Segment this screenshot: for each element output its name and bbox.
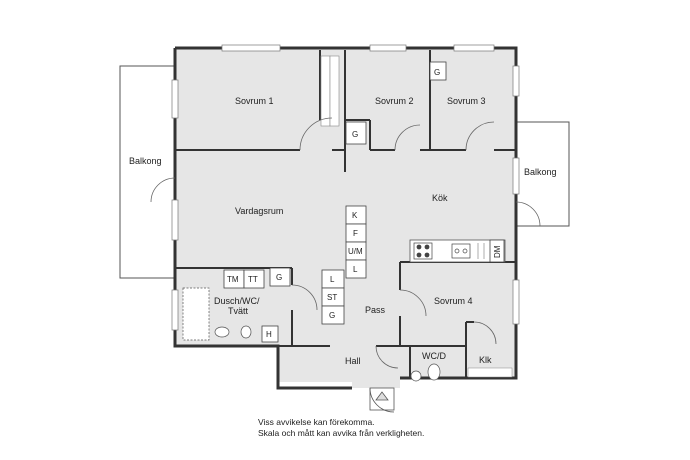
room-label-kok: Kök — [432, 193, 448, 203]
room-label-vardagsrum: Vardagsrum — [235, 206, 283, 216]
room-label-wcd: WC/D — [422, 351, 446, 361]
fixture-label-tm: TM — [227, 275, 239, 284]
room-label-dusch-line1: Dusch/WC/ — [214, 296, 260, 306]
balcony-right — [515, 121, 570, 227]
disclaimer-line-1: Viss avvikelse kan förekomma. — [258, 417, 375, 427]
fixture-label-tt: TT — [248, 275, 258, 284]
disclaimer: Viss avvikelse kan förekomma. Skala och … — [258, 417, 558, 439]
fixture-label-g-bath: G — [276, 273, 282, 282]
room-label-hall: Hall — [345, 356, 361, 366]
fixture-label-k: K — [352, 211, 358, 220]
room-label-sovrum-1: Sovrum 1 — [235, 96, 274, 106]
windows — [171, 44, 520, 331]
kitchen-counter — [409, 239, 506, 263]
bath-fixtures — [182, 287, 441, 382]
room-label-sovrum-2: Sovrum 2 — [375, 96, 414, 106]
balcony-left — [119, 65, 176, 279]
fixture-label-f: F — [353, 229, 358, 238]
fixture-label-l-pass: L — [330, 275, 335, 284]
room-label-klk: Klk — [479, 355, 492, 365]
fixture-label-g-pass: G — [329, 311, 335, 320]
fixture-label-st: ST — [327, 293, 337, 302]
room-label-sovrum-4: Sovrum 4 — [434, 296, 473, 306]
fixture-label-dm: DM — [493, 245, 502, 258]
disclaimer-line-2: Skala och mått kan avvika från verklighe… — [258, 428, 425, 438]
room-label-balkong-left: Balkong — [129, 156, 162, 166]
room-label-sovrum-3: Sovrum 3 — [447, 96, 486, 106]
room-label-balkong-right: Balkong — [524, 167, 557, 177]
fixture-boxes — [223, 61, 447, 343]
doors — [150, 117, 541, 369]
room-label-dusch-line2: Tvätt — [228, 306, 249, 316]
fixture-label-g-sovrum3: G — [434, 68, 440, 77]
wardrobe-column — [320, 55, 340, 127]
fixture-label-um: U/M — [348, 247, 363, 256]
fixture-label-h: H — [266, 330, 272, 339]
entrance-door — [369, 387, 395, 413]
klk-storage — [467, 367, 513, 378]
fixture-label-g-closet: G — [352, 130, 358, 139]
room-label-pass: Pass — [365, 305, 386, 315]
fixture-label-l-kitchen: L — [353, 265, 358, 274]
